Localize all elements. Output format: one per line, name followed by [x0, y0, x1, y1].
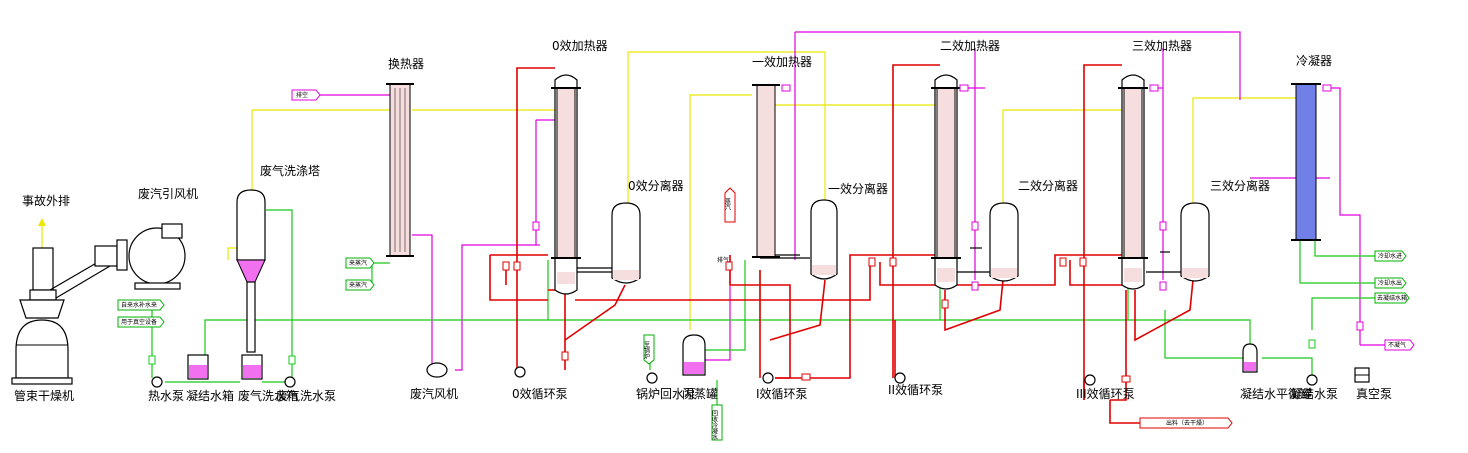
label-feiqi-xidi-shuibeng: 废气洗水泵	[276, 388, 336, 403]
label-e2-fenliqi: 二效分离器	[1018, 178, 1078, 193]
tag-yongyu: 用于真空设备	[117, 316, 165, 328]
boiler-return-pump-symbol	[646, 372, 658, 384]
tag-zilai-label: 自来水补水来	[121, 301, 157, 309]
label-feiqi-yinfengji: 废汽引风机	[138, 186, 198, 201]
tag-lengque-jin-label: 冷却水进	[1378, 252, 1402, 260]
label-e2-xunhuanbeng: II效循环泵	[888, 382, 943, 397]
label-e2-jiareqi: 二效加热器	[940, 38, 1000, 53]
vapor-lines	[41, 51, 1296, 330]
effect-0-pump-symbol	[514, 366, 526, 378]
tag-steam-in-label: 来蒸汽	[349, 259, 367, 267]
tag-guolu: 至锅炉	[643, 334, 655, 365]
tag-zhengqi: 蒸汽	[724, 187, 736, 223]
effect-1-heater	[752, 84, 780, 258]
flash-tank	[682, 334, 706, 376]
tag-paikong-label: 排空	[296, 91, 308, 99]
exhaust-washing-tower	[236, 189, 266, 353]
label-feiqi-xidi-shuixiang: 废气洗水箱	[238, 388, 298, 403]
vacuum-pump-symbol	[1354, 367, 1370, 383]
effect-3-pump-symbol	[1084, 374, 1096, 386]
effect-2-separator	[989, 202, 1019, 282]
heat-exchanger	[386, 83, 414, 257]
condensate-pump-symbol	[1306, 374, 1318, 386]
label-e1-fenliqi: 一效分离器	[828, 181, 888, 196]
exhaust-washing-water-tank	[241, 354, 263, 380]
effect-0-separator	[611, 202, 641, 284]
tag-huishou-label: 回收冷凝水	[711, 410, 718, 440]
tag-steam-in: 来蒸汽	[345, 257, 375, 269]
label-paiqi: 排气	[717, 256, 729, 264]
tag-lengque-chu: 冷却水出	[1374, 277, 1407, 289]
tag-chuliao: 出料（去干燥）	[1139, 417, 1233, 429]
tag-paikong: 排空	[291, 89, 321, 101]
green-valves	[148, 339, 1316, 365]
label-shigu-waipai: 事故外排	[22, 193, 70, 208]
tag-lengque-jin: 冷却水进	[1374, 250, 1407, 262]
label-e0-xunhuanbeng: 0效循环泵	[512, 386, 568, 401]
label-e1-xunhuanbeng: I效循环泵	[756, 386, 808, 401]
label-feiqi-xidi-ta: 废气洗涤塔	[260, 163, 320, 178]
condensate-water-tank	[187, 354, 209, 380]
label-zhenkong-beng: 真空泵	[1356, 387, 1392, 401]
steam-lines	[489, 64, 1194, 424]
label-ningjie-pingheng: 凝结水平衡罐	[1240, 386, 1312, 401]
tag-chuliao-label: 出料（去干燥）	[1166, 419, 1208, 427]
label-ningjie-shuixiang: 凝结水箱	[186, 388, 234, 403]
label-e3-fenliqi: 三效分离器	[1210, 178, 1270, 193]
label-guanshu-ganzaoji: 管束干燥机	[14, 388, 74, 403]
exhaust-fan-symbol	[426, 362, 448, 378]
effect-0-heater	[551, 74, 581, 295]
label-e0-jiareqi: 0效加热器	[552, 38, 608, 53]
tag-qu-ningjie-label: 去凝结水箱	[1377, 294, 1407, 302]
label-re-shui-beng: 热水泵	[148, 389, 184, 403]
label-huanreqi: 换热器	[388, 57, 424, 71]
valves	[502, 257, 1165, 427]
tag-zhengqi-label: 蒸汽	[724, 197, 731, 210]
hot-water-pump-symbol	[151, 376, 163, 388]
tag-steam-out: 来蒸汽	[345, 279, 375, 291]
tag-qu-ningjie: 去凝结水箱	[1374, 292, 1410, 304]
label-feiqi-fengji: 废汽风机	[410, 386, 458, 401]
label-e3-xunhuanbeng: III效循环泵	[1076, 386, 1135, 401]
accident-exhaust-arrow	[38, 218, 46, 226]
tag-yongyu-label: 用于真空设备	[121, 318, 157, 326]
label-ningjie-shuibeng: 凝结水泵	[1290, 386, 1338, 401]
magenta-valves	[532, 84, 1364, 331]
tube-bundle-dryer	[11, 247, 119, 385]
tag-steam-out-label: 来蒸汽	[349, 281, 367, 289]
label-lengningqi: 冷凝器	[1296, 53, 1332, 68]
effect-1-pump-symbol	[762, 372, 774, 384]
tag-huishou: 回收冷凝水	[711, 404, 723, 441]
tag-buning: 不凝气	[1384, 339, 1415, 351]
exhaust-induced-fan	[94, 223, 186, 290]
label-e1-jiareqi: 一效加热器	[752, 54, 812, 69]
condensate-balance-tank	[1242, 343, 1258, 373]
tag-lengque-chu-label: 冷却水出	[1378, 279, 1402, 287]
effect-1-separator	[810, 199, 838, 280]
condenser	[1291, 83, 1321, 241]
effect-3-heater	[1118, 74, 1148, 290]
gas-lines	[318, 31, 1385, 371]
effect-2-pump-symbol	[894, 372, 906, 384]
label-e3-jiareqi: 三效加热器	[1132, 38, 1192, 53]
label-guolu-huishuibeng: 锅炉回水泵	[636, 386, 696, 401]
effect-3-separator	[1180, 202, 1210, 282]
label-shanzhengguan: 闪蒸罐	[682, 387, 718, 401]
tag-guolu-label: 至锅炉	[643, 341, 650, 360]
effect-2-heater	[931, 74, 961, 290]
label-e0-fenliqi: 0效分离器	[628, 178, 684, 193]
washing-water-pump-symbol	[284, 376, 296, 388]
tag-buning-label: 不凝气	[1388, 341, 1406, 349]
black-lines	[576, 247, 1181, 273]
tag-zilai: 自来水补水来	[117, 299, 165, 311]
